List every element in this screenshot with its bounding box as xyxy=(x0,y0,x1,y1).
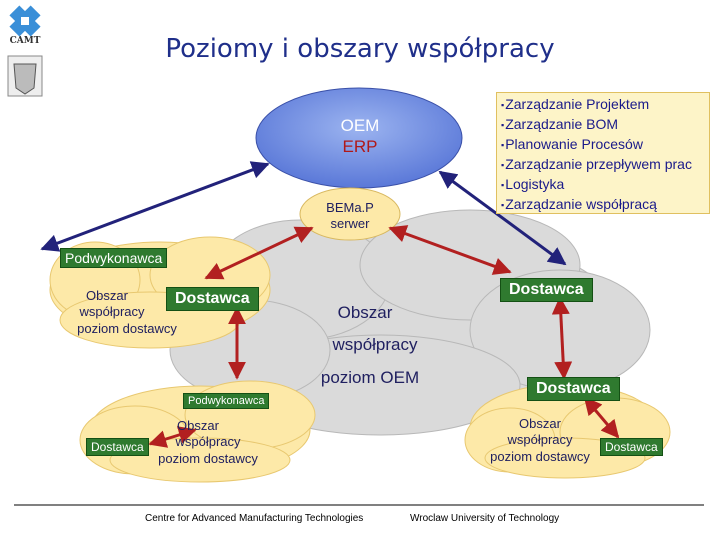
footer-right-text: Wroclaw University of Technology xyxy=(410,513,560,524)
list-item: ▪Zarządzanie Projektem xyxy=(501,96,650,112)
list-item: ▪Zarządzanie przepływem prac xyxy=(501,156,692,173)
left-area-line1: Obszar xyxy=(86,288,128,303)
bottom-left-area-label: Obszar współpracy poziom dostawcy xyxy=(148,418,268,467)
left-area-line3: poziom dostawcy xyxy=(77,320,177,336)
arrow-bottom-right xyxy=(583,396,620,439)
server-label-line2: serwer xyxy=(330,216,370,232)
oem-label: OEM ERP xyxy=(310,115,410,158)
list-item: ▪Planowanie Procesów xyxy=(501,136,643,153)
arrow-right-down xyxy=(551,296,573,380)
bullet-icon: ▪ xyxy=(501,139,505,150)
bottom-right-supplier2-tag: Dostawca xyxy=(600,438,663,456)
logo-emblem-icon xyxy=(7,5,43,97)
bottom-left-area-line1: Obszar xyxy=(177,418,219,433)
bottom-left-area-line3: poziom dostawcy xyxy=(158,450,258,466)
server-label-line1: BEMa.P xyxy=(326,200,374,215)
bullet-icon: ▪ xyxy=(501,99,505,110)
oem-label-line1: OEM xyxy=(340,116,380,135)
subcontractor-tag: Podwykonawca xyxy=(60,248,168,268)
bottom-right-area-label: Obszar współpracy poziom dostawcy xyxy=(480,416,600,465)
bullet-icon: ▪ xyxy=(501,119,505,130)
logo-text: CAMT xyxy=(9,36,41,46)
server-label: BEMa.P serwer xyxy=(305,200,395,233)
list-item: ▪Zarządzanie współpracą xyxy=(501,196,657,213)
bottom-right-area-line2: współpracy xyxy=(507,432,573,448)
center-area-line3: poziom OEM xyxy=(320,367,420,387)
arrow-server-left xyxy=(204,226,314,280)
bottom-right-area-line3: poziom dostawcy xyxy=(490,448,590,464)
arrow-oem-right xyxy=(438,170,567,266)
bottom-left-supplier-tag: Dostawca xyxy=(86,438,149,456)
bullet-icon: ▪ xyxy=(501,199,505,210)
left-area-label: Obszar współpracy poziom dostawcy xyxy=(52,288,202,337)
bullet-icon: ▪ xyxy=(501,159,505,170)
bottom-left-area-line2: współpracy xyxy=(175,434,241,450)
page-title: Poziomy i obszary współpracy xyxy=(165,34,555,64)
bottom-right-area-line1: Obszar xyxy=(519,416,561,431)
list-item: ▪Zarządzanie BOM xyxy=(501,116,619,133)
server-ellipse xyxy=(299,187,401,241)
functions-list: ▪Zarządzanie Projektem ▪Zarządzanie BOM … xyxy=(496,92,710,214)
center-area-line2: współpracy xyxy=(332,335,418,355)
left-area-line2: współpracy xyxy=(79,304,145,320)
list-item: ▪Logistyka xyxy=(501,176,565,193)
bullet-icon: ▪ xyxy=(501,179,505,190)
arrow-server-right xyxy=(388,225,512,275)
left-supplier-pill: Dostawca xyxy=(166,287,259,311)
bottom-left-subcontractor-tag: Podwykonawca xyxy=(183,393,270,409)
center-area-label: Obszar współpracy poziom OEM xyxy=(300,297,450,394)
bottom-right-supplier-pill: Dostawca xyxy=(527,377,620,401)
arrow-oem-left xyxy=(40,161,270,252)
oem-label-line2: ERP xyxy=(342,137,378,157)
center-area-line1: Obszar xyxy=(337,303,393,322)
camt-logo xyxy=(4,4,46,100)
footer-left-text: Centre for Advanced Manufacturing Techno… xyxy=(145,513,364,524)
arrow-bottom-left xyxy=(148,426,197,448)
right-top-supplier-pill: Dostawca xyxy=(500,278,593,302)
